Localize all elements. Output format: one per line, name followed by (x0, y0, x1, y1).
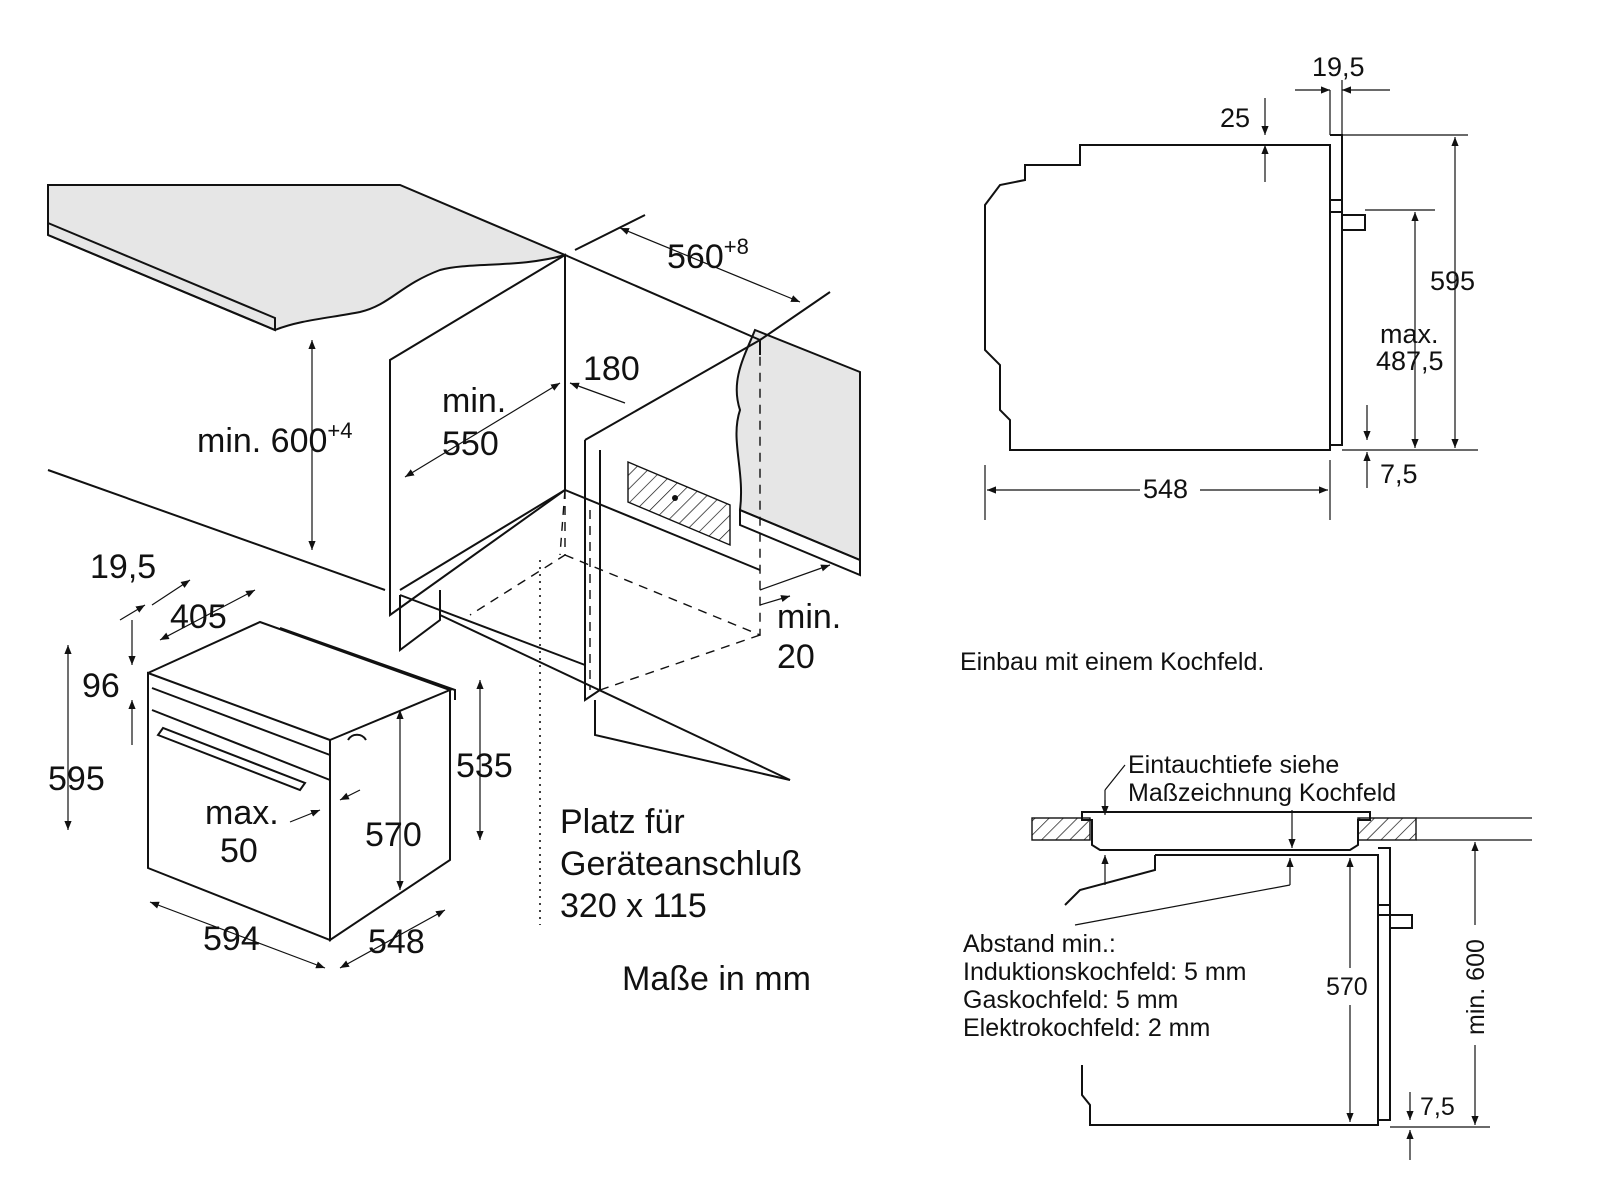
countertop (47, 184, 568, 332)
side-dim-max-value: 487,5 (1376, 346, 1444, 376)
dim-niche-height: min. 600+4 (197, 418, 353, 460)
side-dim-25: 25 (1220, 103, 1250, 133)
dim-535: 535 (456, 747, 513, 785)
side-oven-body (984, 144, 1331, 451)
cooktop-dim-min600: min. 600 (1462, 939, 1490, 1035)
side-dim-548: 548 (1143, 474, 1188, 504)
dim-min20-l1: min. (777, 598, 841, 636)
dim-iso-570: 570 (365, 816, 422, 854)
connection-area (627, 460, 731, 547)
cooktop-caption: Einbau mit einem Kochfeld. (960, 648, 1264, 676)
cooktop-dim-570: 570 (1326, 973, 1368, 1001)
dim-96: 96 (82, 667, 120, 705)
side-dim-19-5: 19,5 (1312, 52, 1365, 82)
isometric-view: 560+8 min. 600+4 min. 550 180 min. 20 19… (47, 184, 861, 998)
dim-180: 180 (583, 350, 640, 388)
dim-min-550-l1: min. (442, 382, 506, 420)
cooktop-note-2: Maßzeichnung Kochfeld (1128, 779, 1396, 807)
connection-label-2: Geräteanschluß (560, 845, 802, 883)
cooktop-note-1: Eintauchtiefe siehe (1128, 751, 1339, 779)
dim-niche-width: 560+8 (667, 234, 749, 276)
dim-iso-548: 548 (368, 923, 425, 961)
gap-electric: Elektrokochfeld: 2 mm (963, 1014, 1210, 1042)
dim-594: 594 (203, 920, 260, 958)
side-dim-595: 595 (1430, 266, 1475, 296)
cooktop-view: Einbau mit einem Kochfeld. Eintauchtiefe… (960, 648, 1532, 1160)
dim-min20-l2: 20 (777, 638, 815, 676)
connection-label-1: Platz für (560, 803, 685, 841)
dim-max50-l2: 50 (220, 832, 258, 870)
dim-max50-l1: max. (205, 794, 279, 832)
dim-min-550-l2: 550 (442, 425, 499, 463)
connection-label-3: 320 x 115 (560, 887, 707, 925)
dim-405: 405 (170, 598, 227, 636)
oven-handle (156, 726, 307, 792)
worktop-right (1357, 817, 1417, 841)
units-note: Maße in mm (622, 960, 811, 998)
dim-iso-595: 595 (48, 760, 105, 798)
gap-title: Abstand min.: (963, 930, 1116, 958)
side-dim-7-5: 7,5 (1380, 459, 1418, 489)
worktop-left (1031, 817, 1091, 841)
cooktop (1081, 811, 1371, 851)
cooktop-oven-body (1064, 854, 1379, 1126)
gap-gas: Gaskochfeld: 5 mm (963, 986, 1178, 1014)
side-dim-max-label: max. (1380, 319, 1439, 349)
side-view: 19,5 25 595 max. 487,5 548 7,5 (984, 52, 1478, 520)
countertop-right (735, 328, 861, 562)
dim-iso-19-5: 19,5 (90, 548, 156, 586)
cooktop-dim-7-5: 7,5 (1420, 1093, 1455, 1121)
gap-induction: Induktionskochfeld: 5 mm (963, 958, 1246, 986)
